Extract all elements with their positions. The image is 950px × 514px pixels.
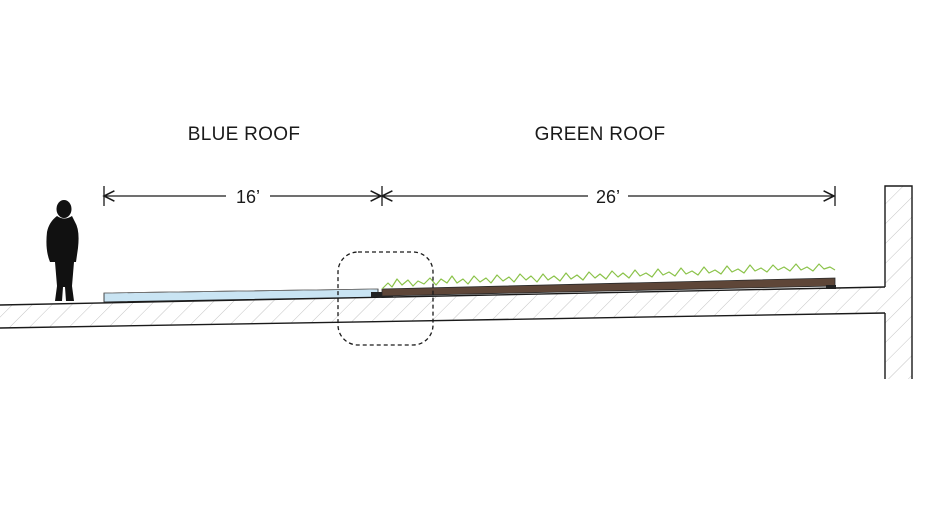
roof-slab xyxy=(0,286,886,329)
green-roof-vegetation xyxy=(381,263,836,290)
green-roof-dimension xyxy=(382,186,836,206)
detail-callout-icon xyxy=(337,251,434,346)
blue-roof-dimension-label: 16’ xyxy=(236,187,260,207)
green-roof-dimension-label: 26’ xyxy=(596,187,620,207)
parapet-wall xyxy=(884,185,913,379)
green-roof-soil-layer xyxy=(381,277,836,297)
person-silhouette-icon xyxy=(46,200,79,301)
blue-roof-title: BLUE ROOF xyxy=(188,124,301,145)
green-roof-title: GREEN ROOF xyxy=(535,124,666,145)
blue-roof-dimension xyxy=(104,186,381,206)
